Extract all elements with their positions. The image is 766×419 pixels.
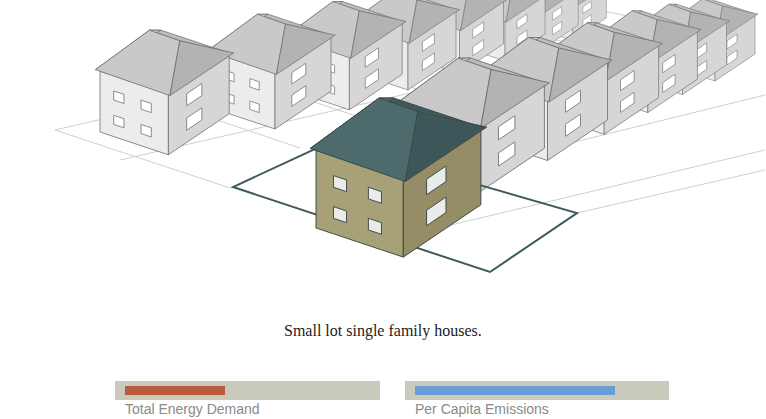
bar-label: Per Capita Emissions [415, 401, 549, 417]
bar-label: Total Energy Demand [125, 401, 260, 417]
bar-fill [125, 386, 225, 395]
bar-track [405, 381, 669, 400]
bar-track [115, 381, 380, 400]
caption: Small lot single family houses. [284, 322, 482, 340]
emissions-bar [405, 381, 669, 400]
house [95, 30, 233, 155]
energy-bar [115, 381, 380, 400]
bar-fill [415, 386, 615, 395]
highlighted-house [310, 98, 487, 257]
